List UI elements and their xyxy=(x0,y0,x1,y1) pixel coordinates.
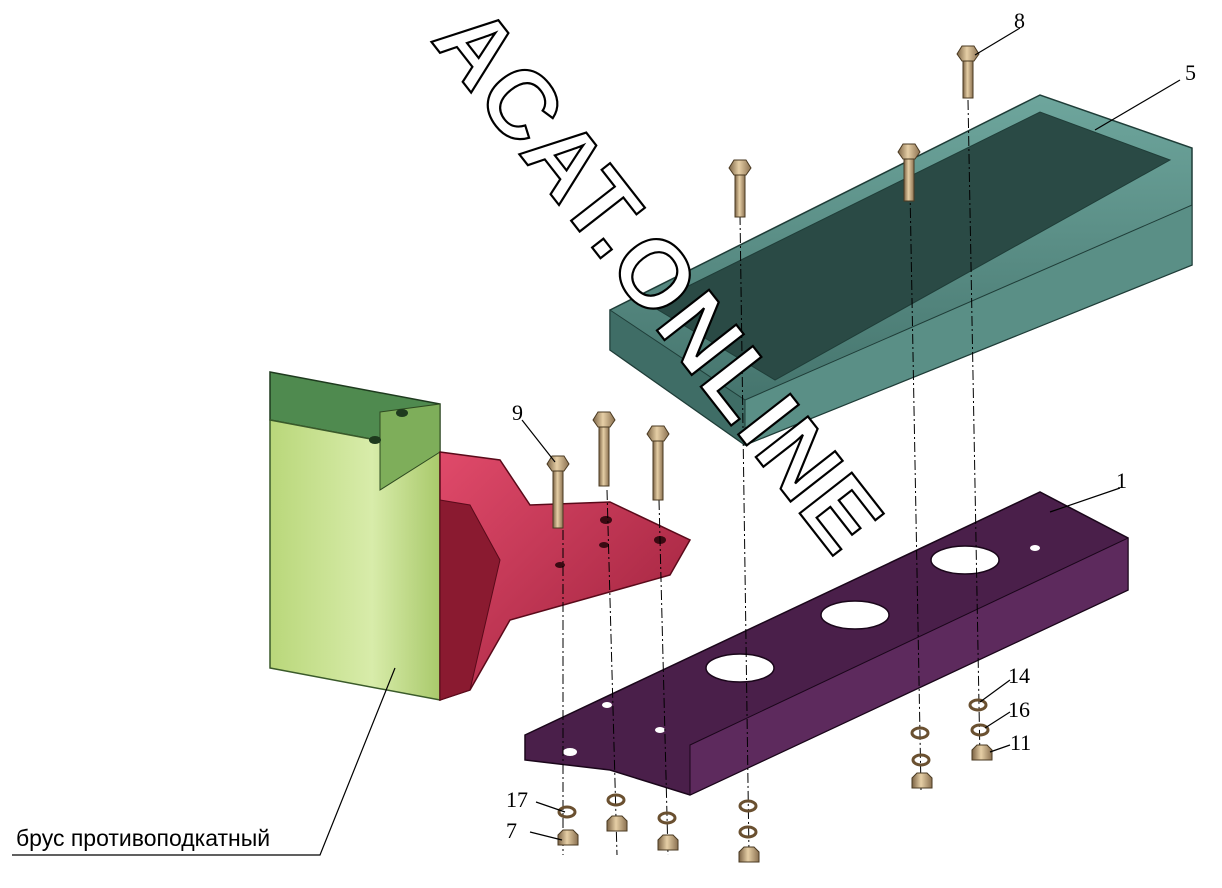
callout-17: 17 xyxy=(506,787,528,812)
bolt-top-mid-head xyxy=(897,143,921,160)
nut-col3 xyxy=(657,834,679,851)
washer-17 xyxy=(557,805,577,819)
callout-1: 1 xyxy=(1116,468,1127,493)
leader-lines xyxy=(12,27,1181,856)
bolt-9-shank xyxy=(552,467,564,529)
step-part xyxy=(609,94,1193,446)
washer-16 xyxy=(970,723,990,737)
bolt-bracket-right-head xyxy=(646,425,670,442)
washer-mid-a xyxy=(910,726,930,740)
washer-col3 xyxy=(657,811,677,825)
nut-11 xyxy=(971,744,993,761)
bolt-8-head xyxy=(956,45,980,62)
nut-mid xyxy=(911,772,933,789)
callout-5: 5 xyxy=(1185,60,1196,85)
beam-part xyxy=(269,371,441,701)
bolt-bracket-mid-shank xyxy=(598,423,610,487)
bolt-bracket-right-shank xyxy=(652,437,664,501)
washer-mid-b xyxy=(911,753,931,767)
nut-7 xyxy=(557,829,579,846)
beam-caption: брус противоподкатный xyxy=(16,825,270,851)
callout-14: 14 xyxy=(1008,663,1030,688)
callout-9: 9 xyxy=(512,400,523,425)
bolt-8-shank xyxy=(962,57,974,99)
bolt-top-left-head xyxy=(728,159,752,176)
callout-8: 8 xyxy=(1014,8,1025,33)
bolt-top-left-shank xyxy=(734,171,746,218)
callout-16: 16 xyxy=(1008,697,1030,722)
washer-14 xyxy=(968,698,988,712)
plate-part xyxy=(524,491,1129,796)
callout-7: 7 xyxy=(506,818,517,843)
bolt-top-mid-shank xyxy=(903,155,915,202)
nut-col2 xyxy=(606,815,628,832)
washer-col2 xyxy=(606,793,626,807)
bracket-part xyxy=(439,451,692,702)
hardware-group xyxy=(546,45,993,863)
assembly-axes xyxy=(562,99,981,856)
bolt-9-head xyxy=(546,455,570,472)
washer-col4-a xyxy=(738,799,758,813)
washer-col4-b xyxy=(738,825,758,839)
nut-col4 xyxy=(738,846,760,863)
callout-11: 11 xyxy=(1010,730,1031,755)
bolt-bracket-mid-head xyxy=(592,411,616,428)
